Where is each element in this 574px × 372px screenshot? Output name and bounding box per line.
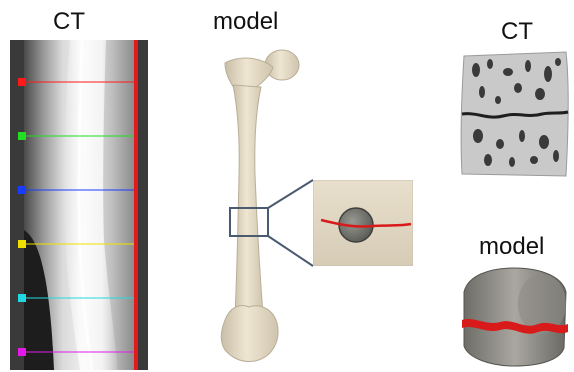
model-cylinder — [458, 262, 572, 368]
ct-sample — [458, 48, 572, 180]
zoom-inset — [313, 180, 413, 266]
ct-sample-image — [458, 48, 572, 180]
model-cylinder-image — [458, 262, 572, 368]
zoom-inset-image — [313, 180, 413, 266]
